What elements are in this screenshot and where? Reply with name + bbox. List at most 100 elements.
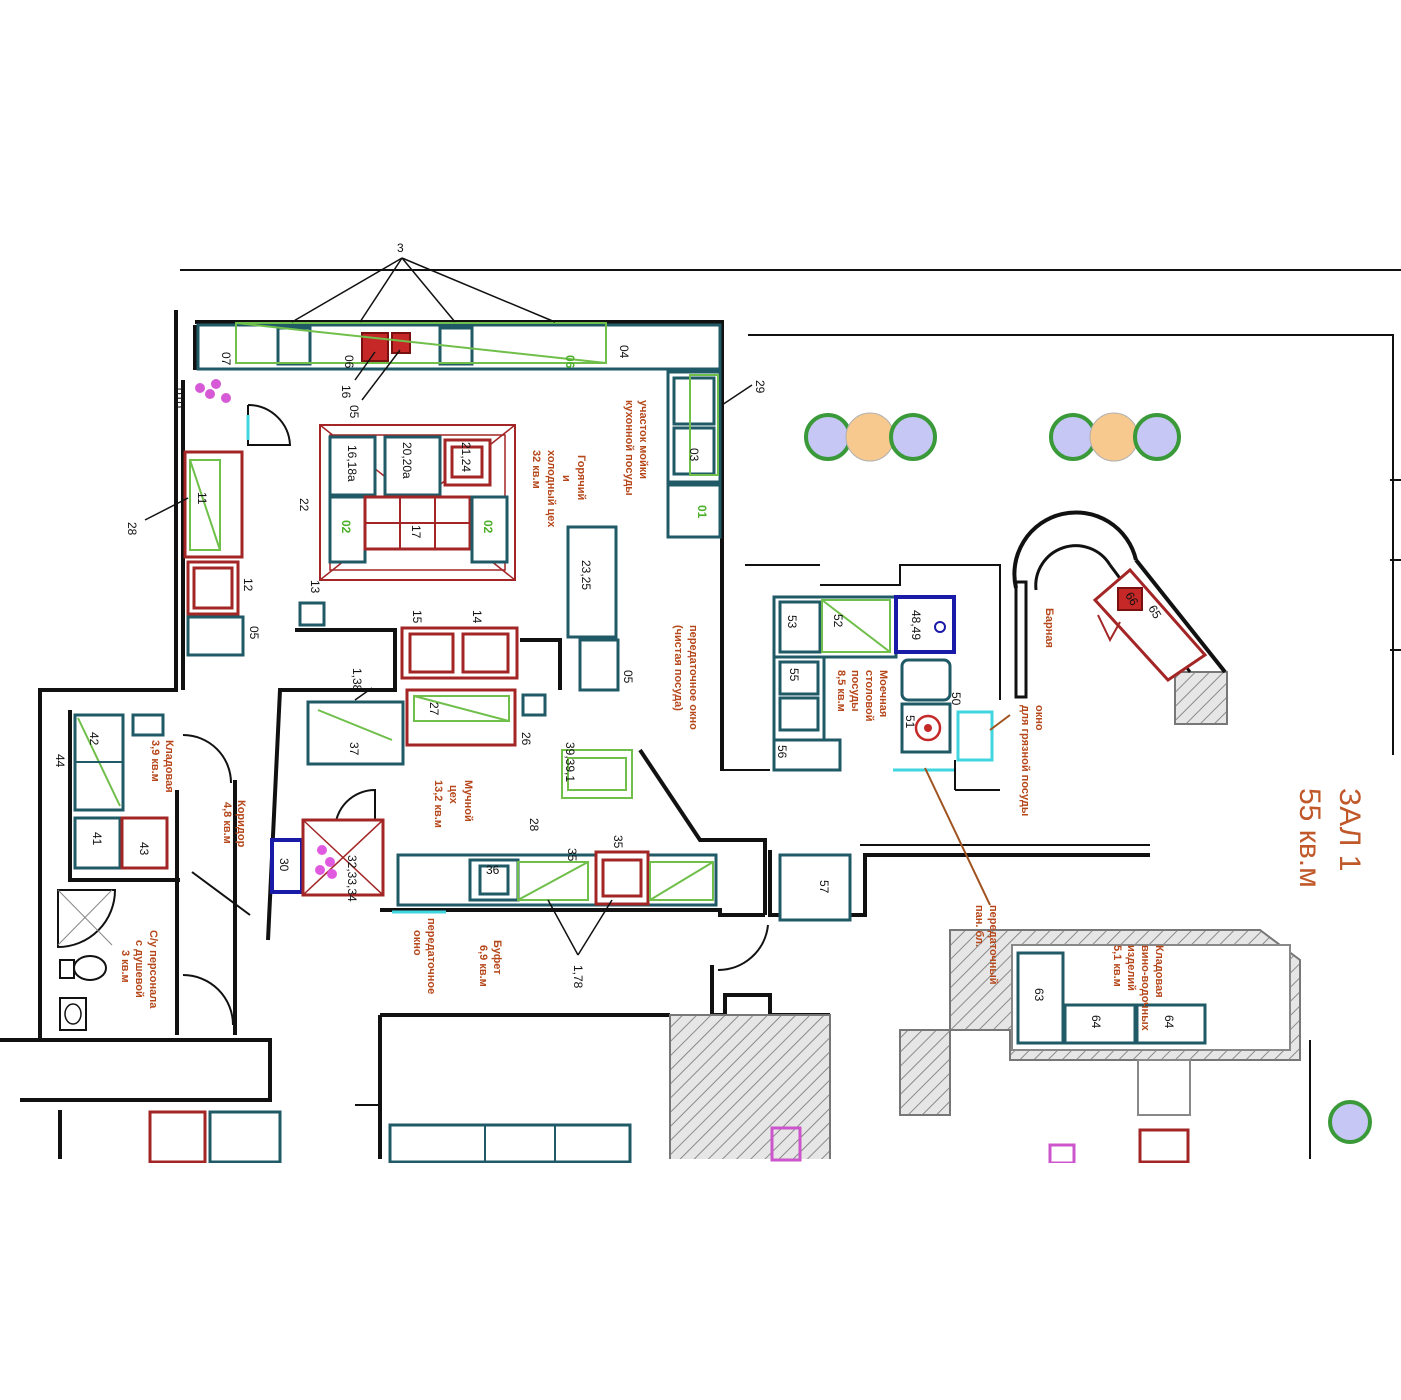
mid-kitchen-equipment: 13 15 14 23,25 05 передаточное окно (чис… [298,525,699,730]
unit-37-diag [317,709,393,741]
label-11: 11 [195,492,209,505]
room-hot-shop-2: и [560,475,572,482]
leader-3-d [401,257,556,323]
leader-3-b [359,257,403,323]
dirty-window-frame [956,710,994,762]
unit-64a [1063,1003,1137,1045]
table-1 [845,412,895,462]
label-28b: 28 [527,818,541,832]
room-bar-2: 6,9 кв.м [477,945,489,987]
label-04: 04 [617,345,631,359]
unit-52-diag [821,599,891,653]
room-dirty-window-2: для грязной посуды [1019,705,1031,816]
room-window-clean-2: (чистая посуда) [672,625,684,711]
label-27: 27 [427,702,441,716]
room-storage-2: вино-водочных [1139,945,1151,1032]
unit-35-inner [601,858,643,898]
chair-3 [1328,1100,1372,1144]
bar-counter-arc-inner [1034,544,1112,591]
leader-3-a [291,257,403,323]
room-hot-shop-3: холодный цех [545,450,557,528]
label-07: 07 [219,352,233,366]
label-26: 26 [519,732,533,746]
door-swing-bar [717,924,769,972]
bar-counter-straight [1014,580,1028,699]
unit-43 [120,816,169,870]
pantry-wall [68,710,180,882]
room-wc-3: 3 кв.м [119,950,131,983]
leader-1-78-b [577,899,613,956]
fixture-pink-2 [325,857,335,867]
south-wall-left [20,1038,272,1102]
bottom-teal-unit [208,1110,282,1164]
label-06a: 06 [342,355,356,369]
room-service-window-1: передаточный [987,905,999,985]
leader-28a [144,497,189,521]
leader-1-78-a [547,899,579,956]
unit-57 [778,853,852,922]
label-05c: 05 [621,670,635,684]
leader-dirty-window [989,714,1011,731]
label-1-38: 1,38 [350,668,364,692]
room-dispatch-1: передаточное [425,918,437,994]
unit-13 [298,601,326,627]
fixture-pink-1 [317,845,327,855]
room-meat-2: цех [447,785,459,805]
label-23-25: 23,25 [579,560,593,590]
unit-39-inner [567,757,627,791]
room-meat-3: 13,2 кв.м [432,780,444,828]
room-dirty-window-1: окно [1033,705,1045,731]
label-17: 17 [409,525,423,539]
label-05a: 05 [347,405,361,419]
label-15: 15 [410,610,424,624]
label-16-18: 16,18а [345,445,359,482]
room-hot-shop-4: 32 кв.м [530,450,542,489]
room-dishwash-4: 8,5 кв.м [835,670,847,712]
room-kitchen-wash-2: кухонной посуды [623,400,635,496]
doors [182,403,769,1026]
room-dishwash-3: посуды [849,670,861,712]
unit-39 [561,749,633,799]
unit-05c [578,638,620,692]
label-35b: 35 [611,835,625,849]
label-01: 01 [695,505,709,519]
label-42: 42 [87,732,101,746]
leader-29 [721,384,753,406]
label-55: 55 [787,668,801,682]
label-13: 13 [308,580,322,594]
room-corridor-1: Коридор [235,800,247,848]
unit-green-1-diag [517,861,589,901]
chair-1b [889,413,937,461]
meat-shop-south [380,908,765,917]
bottom-magenta-fixture-1 [770,1126,802,1162]
wash-sink-bowl-1 [672,376,716,426]
label-12: 12 [241,578,255,592]
label-05b: 05 [247,626,261,640]
top-red-unit-2 [391,332,411,354]
leader-16 [354,351,376,381]
unit-48-drain [934,621,946,633]
bar-counter-run-outer [1134,558,1227,674]
hall-name: ЗАЛ 1 [1333,788,1366,872]
fixture-dot-3 [211,379,221,389]
label-63: 63 [1032,988,1046,1002]
label-66: 66 [1122,590,1141,609]
room-wc-1: С/у персонала [147,930,159,1009]
hall-area: 55 кв.м [1293,788,1326,888]
label-35a: 35 [565,848,579,862]
label-64a: 64 [1089,1015,1103,1029]
bar-counter-arc-outer [1012,510,1138,589]
meat-shop-north-stub [520,638,562,690]
unit-green-1 [517,861,589,901]
toilet-tank [59,959,75,979]
label-51: 51 [903,715,917,729]
unit-51-ring [914,714,942,742]
chair-1a [804,413,852,461]
room-hot-shop-1: Горячий [575,455,587,500]
washbasin-bowl [64,1003,82,1025]
label-65: 65 [1145,603,1164,622]
room-dishwash-2: столовой [863,670,875,721]
shower-diag-2 [57,889,113,946]
leader-service-window [924,767,991,906]
